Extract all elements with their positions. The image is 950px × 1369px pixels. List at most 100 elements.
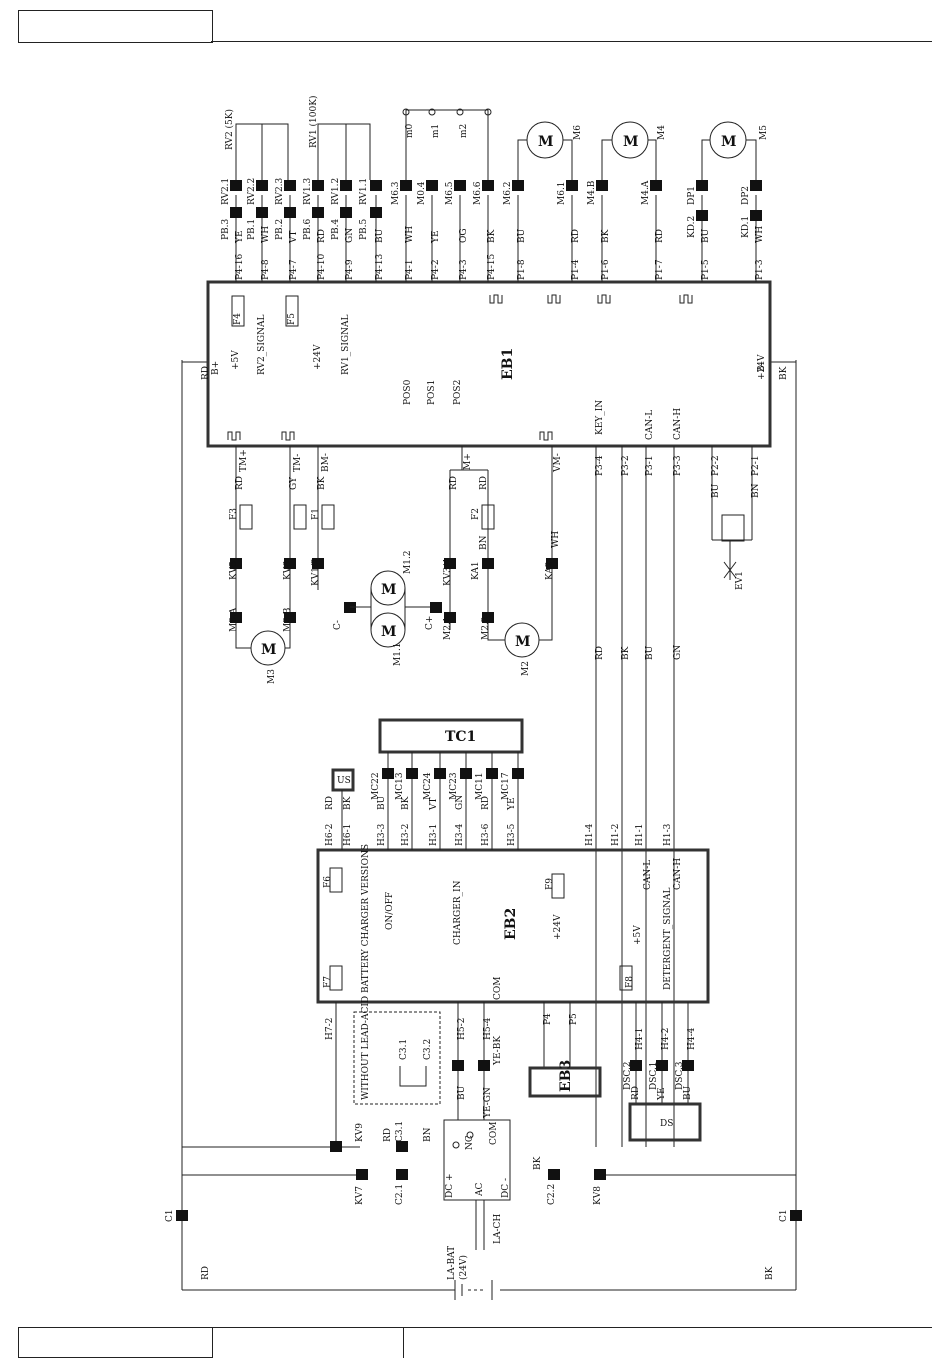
- svg-text:M6.6: M6.6: [473, 181, 483, 205]
- svg-text:BU: BU: [517, 228, 527, 243]
- svg-text:P3-2: P3-2: [621, 455, 631, 476]
- svg-text:C1: C1: [779, 1209, 789, 1222]
- svg-text:P4: P4: [543, 1013, 553, 1025]
- svg-text:TC1: TC1: [445, 729, 476, 745]
- svg-text:COM: COM: [489, 1122, 499, 1145]
- svg-text:RD: RD: [631, 1086, 641, 1100]
- svg-text:COM: COM: [493, 977, 503, 1000]
- svg-text:DP1: DP1: [687, 186, 697, 205]
- svg-text:P4-10: P4-10: [317, 253, 327, 280]
- svg-text:RD: RD: [571, 229, 581, 243]
- svg-text:KD.2: KD.2: [687, 216, 697, 238]
- svg-text:PB.1: PB.1: [247, 219, 257, 240]
- svg-text:M: M: [261, 642, 277, 658]
- svg-text:TM+: TM+: [239, 449, 249, 472]
- svg-text:F1: F1: [311, 508, 321, 520]
- svg-text:P1-4: P1-4: [571, 259, 581, 280]
- svg-text:KV7: KV7: [355, 1186, 365, 1205]
- svg-text:YE: YE: [235, 230, 245, 244]
- svg-text:BU: BU: [711, 483, 721, 498]
- svg-text:F7: F7: [323, 976, 333, 988]
- svg-text:P4-9: P4-9: [345, 259, 355, 280]
- svg-text:F4: F4: [233, 313, 243, 325]
- header-rule: [211, 41, 932, 42]
- eb3-module: EB3: [528, 1060, 602, 1098]
- svg-text:GN: GN: [673, 645, 683, 660]
- svg-text:BU: BU: [683, 1085, 693, 1100]
- eb1-label: EB1: [500, 348, 516, 380]
- svg-text:+5V: +5V: [633, 925, 643, 945]
- svg-text:KV8: KV8: [593, 1186, 603, 1205]
- svg-text:M2.1: M2.1: [443, 616, 453, 640]
- ds-module: DS: [628, 1102, 702, 1142]
- svg-text:F5: F5: [287, 313, 297, 325]
- svg-text:YE: YE: [431, 230, 441, 244]
- svg-text:RV1.2: RV1.2: [331, 178, 341, 205]
- svg-text:M4: M4: [657, 125, 667, 140]
- svg-text:M6.5: M6.5: [445, 181, 455, 205]
- charger-module: DC + AC DC - COM NC LA-CH KV9 C3.1 KV7 C…: [330, 1036, 606, 1250]
- svg-text:H4-4: H4-4: [687, 1027, 697, 1050]
- svg-text:DS: DS: [660, 1119, 673, 1129]
- svg-text:WH: WH: [551, 531, 561, 548]
- svg-text:F6: F6: [323, 876, 333, 888]
- footer-box: [18, 1327, 213, 1358]
- svg-text:P4-1: P4-1: [405, 259, 415, 280]
- svg-text:M6: M6: [573, 125, 583, 140]
- svg-text:DC +: DC +: [445, 1173, 455, 1198]
- svg-text:P4-16: P4-16: [235, 253, 245, 280]
- svg-text:M4.B: M4.B: [587, 180, 597, 205]
- svg-text:(24V): (24V): [458, 1255, 469, 1280]
- svg-text:WITHOUT LEAD-ACID BATTERY CHAR: WITHOUT LEAD-ACID BATTERY CHARGER VERSIO…: [361, 844, 371, 1100]
- svg-text:H3-5: H3-5: [507, 823, 517, 846]
- header-box: [18, 10, 213, 43]
- svg-text:C3.2: C3.2: [423, 1039, 433, 1060]
- svg-text:YE: YE: [657, 1087, 667, 1101]
- svg-text:M3.A: M3.A: [229, 607, 239, 632]
- svg-text:H3-4: H3-4: [455, 823, 465, 846]
- svg-text:KV1/2: KV1/2: [311, 558, 321, 586]
- svg-text:VM-: VM-: [553, 453, 563, 473]
- svg-text:KD.1: KD.1: [741, 216, 751, 238]
- svg-text:M: M: [381, 582, 397, 598]
- charger-note: WITHOUT LEAD-ACID BATTERY CHARGER VERSIO…: [353, 844, 441, 1105]
- svg-text:KV9: KV9: [355, 1123, 365, 1142]
- svg-text:M: M: [623, 134, 639, 150]
- svg-text:CAN-L: CAN-L: [645, 410, 655, 440]
- svg-text:BU: BU: [457, 1085, 467, 1100]
- svg-text:P3-3: P3-3: [673, 455, 683, 476]
- svg-text:RV1 (100K): RV1 (100K): [308, 96, 319, 148]
- eb2-top-wiring: MC22 MC13 MC24 MC23 MC11 MC17 H6-2 RD H6…: [325, 752, 673, 850]
- svg-text:RD: RD: [235, 476, 245, 490]
- svg-text:M2: M2: [521, 661, 531, 676]
- svg-text:WH: WH: [261, 226, 271, 243]
- svg-text:VT: VT: [289, 230, 299, 244]
- svg-text:H3-3: H3-3: [377, 823, 387, 846]
- svg-text:BK: BK: [621, 646, 631, 660]
- svg-text:C-: C-: [333, 620, 343, 630]
- svg-text:BU: BU: [375, 228, 385, 243]
- motor-m6: M M6: [517, 121, 583, 180]
- svg-text:VT: VT: [429, 797, 439, 811]
- motor-m5: M M5: [701, 121, 769, 180]
- svg-text:H4-2: H4-2: [661, 1028, 671, 1050]
- svg-text:KA2: KA2: [545, 561, 555, 580]
- svg-text:F8: F8: [625, 976, 635, 988]
- eb1-top-connectors: P4-16 YE P4-8 WH P4-7 VT P4-10 RD P4-9 G…: [221, 177, 765, 280]
- svg-text:CHARGER_IN: CHARGER_IN: [453, 880, 463, 945]
- svg-text:RD: RD: [201, 1266, 211, 1280]
- svg-text:GN: GN: [345, 228, 355, 243]
- svg-text:RD: RD: [595, 646, 605, 660]
- svg-text:KV5: KV5: [229, 561, 239, 580]
- svg-text:P1-6: P1-6: [601, 259, 611, 280]
- svg-text:YE: YE: [507, 797, 517, 811]
- svg-text:P2-1: P2-1: [751, 455, 761, 476]
- svg-text:M6.1: M6.1: [557, 181, 567, 205]
- svg-text:BK: BK: [487, 229, 497, 243]
- svg-text:RD: RD: [479, 476, 489, 490]
- svg-text:H1-4: H1-4: [585, 823, 595, 846]
- svg-text:+24V: +24V: [313, 344, 323, 370]
- svg-text:P5: P5: [569, 1013, 579, 1025]
- potentiometers: RV2 (5K) RV1 (100K): [224, 96, 371, 180]
- svg-text:RD: RD: [383, 1128, 393, 1142]
